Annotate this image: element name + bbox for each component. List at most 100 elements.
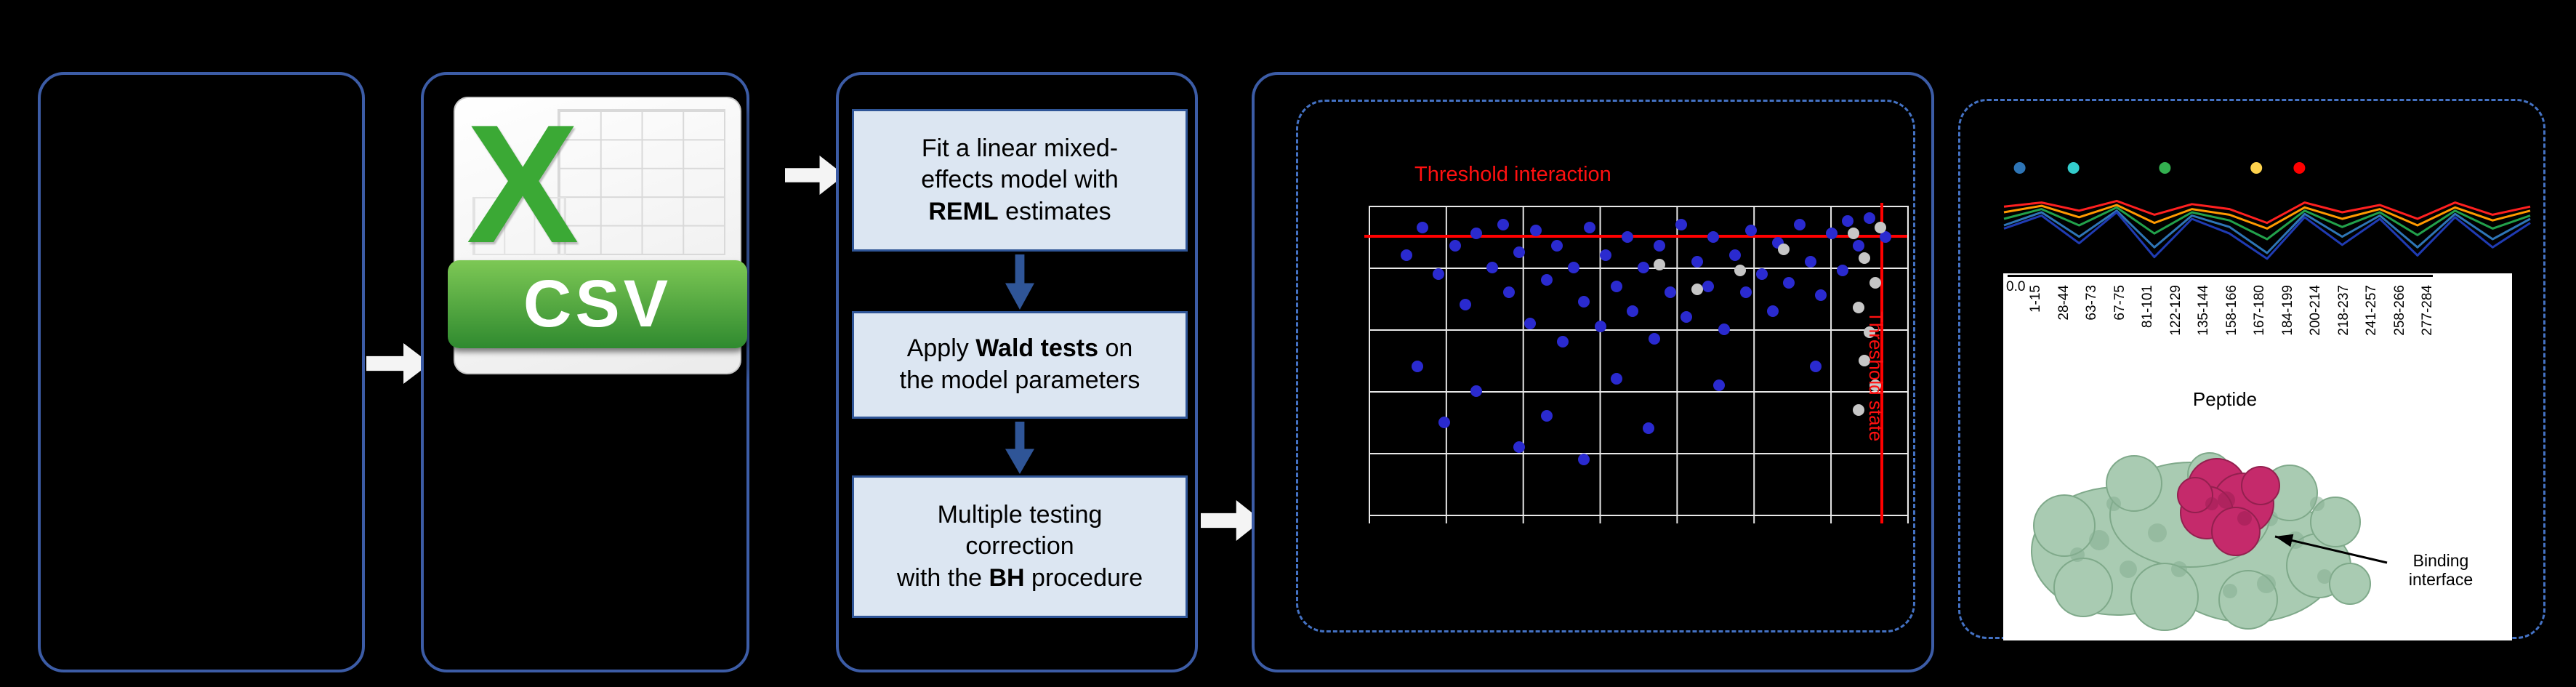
- peptide-tick-label: 200-214: [2308, 285, 2323, 336]
- scatter-point-significant-peptides: [1497, 218, 1510, 230]
- peptide-tick-label: 184-199: [2279, 285, 2295, 336]
- scatter-point-non-significant-peptides: [1853, 302, 1865, 314]
- scatter-point-significant-peptides: [1460, 299, 1472, 310]
- scatter-point-non-significant-peptides: [1858, 252, 1870, 265]
- scatter-point-significant-peptides: [1513, 246, 1526, 258]
- spreadsheet-grid-small: [472, 197, 566, 255]
- scatter-point-significant-peptides: [1411, 361, 1423, 372]
- scatter-point-significant-peptides: [1810, 361, 1822, 372]
- scatter-point-significant-peptides: [1486, 262, 1499, 273]
- scatter-point-significant-peptides: [1524, 317, 1537, 329]
- scatter-point-significant-peptides: [1718, 324, 1731, 335]
- scatter-point-non-significant-peptides: [1654, 258, 1666, 270]
- scatter-point-significant-peptides: [1621, 230, 1633, 243]
- scatter-point-significant-peptides: [1782, 277, 1795, 289]
- protein-structure: [2031, 452, 2371, 631]
- scatter-point-significant-peptides: [1600, 249, 1612, 261]
- down-arrow-1: [1005, 254, 1034, 310]
- scatter-point-significant-peptides: [1681, 311, 1693, 323]
- scatter-point-non-significant-peptides: [1869, 277, 1881, 289]
- scatter-point-significant-peptides: [1664, 286, 1676, 298]
- csv-file-icon: X CSV: [448, 90, 747, 374]
- scatter-point-significant-peptides: [1766, 305, 1779, 317]
- scatter-point-non-significant-peptides: [1691, 283, 1703, 295]
- scatter-point-significant-peptides: [1654, 240, 1666, 252]
- uptake-line-chart: [2003, 162, 2531, 260]
- x-axis-ticks: [1369, 516, 1909, 523]
- down-arrow-2: [1005, 422, 1034, 474]
- scatter-point-significant-peptides: [1578, 295, 1590, 308]
- scatter-point-significant-peptides: [1675, 218, 1687, 230]
- scatter-point-significant-peptides: [1551, 240, 1563, 252]
- peptide-tick-label: 122-129: [2168, 285, 2183, 336]
- panel-method: Fit a linear mixed- effects model with R…: [836, 72, 1198, 672]
- peptide-tick-label: 63-73: [2084, 285, 2099, 321]
- legend-dot: [2159, 162, 2171, 174]
- scatter-point-significant-peptides: [1433, 268, 1445, 280]
- scatter-point-significant-peptides: [1502, 286, 1515, 298]
- scatter-point-non-significant-peptides: [1874, 221, 1886, 233]
- scatter-point-significant-peptides: [1712, 379, 1725, 391]
- threshold-state-label: Threshold state: [1865, 311, 1887, 442]
- scatter-point-significant-peptides: [1627, 305, 1639, 317]
- scatter-point-non-significant-peptides: [1869, 379, 1881, 391]
- scatter-point-significant-peptides: [1804, 255, 1816, 268]
- scatter-point-significant-peptides: [1728, 249, 1741, 261]
- legend-dot: [2250, 162, 2263, 174]
- y-tick-label: 0.0: [2006, 279, 2026, 294]
- peptide-tick-label: 1-15: [2028, 285, 2043, 313]
- scatter-point-significant-peptides: [1648, 332, 1660, 345]
- peptide-axis-label: Peptide: [2192, 388, 2258, 410]
- scatter-point-significant-peptides: [1470, 385, 1483, 397]
- scatter-point-significant-peptides: [1594, 320, 1606, 332]
- binding-interface-label: Binding interface: [2408, 551, 2474, 590]
- method-step-wald-text: Apply Wald tests on the model parameters: [899, 334, 1140, 394]
- csv-banner: CSV: [448, 260, 747, 348]
- scatter-point-non-significant-peptides: [1864, 326, 1876, 339]
- scatter-point-significant-peptides: [1739, 286, 1752, 298]
- peptide-tick-label: 258-266: [2391, 285, 2407, 336]
- peptide-tick-label: 158-166: [2223, 285, 2239, 336]
- scatter-point-significant-peptides: [1540, 410, 1553, 422]
- peptide-tick-label: 241-257: [2364, 285, 2379, 336]
- scatter-point-significant-peptides: [1400, 249, 1412, 261]
- scatter-point-significant-peptides: [1755, 268, 1768, 280]
- scatter-point-non-significant-peptides: [1847, 228, 1859, 240]
- peptide-tick-label: 277-284: [2420, 285, 2435, 336]
- uptake-series-state-2: [2003, 204, 2531, 230]
- panel-input: [38, 72, 365, 672]
- scatter-point-significant-peptides: [1793, 218, 1806, 230]
- scatter-point-non-significant-peptides: [1777, 243, 1790, 255]
- scatter-point-significant-peptides: [1702, 280, 1714, 292]
- scatter-point-non-significant-peptides: [1734, 265, 1747, 277]
- scatter-point-significant-peptides: [1637, 262, 1649, 273]
- scatter-point-significant-peptides: [1417, 221, 1429, 233]
- method-step-bh-text: Multiple testing correction with the BH …: [896, 500, 1143, 592]
- scatter-point-non-significant-peptides: [1853, 403, 1865, 416]
- scatter-point-significant-peptides: [1610, 280, 1622, 292]
- excel-x-logo: X: [466, 89, 579, 278]
- method-step-bh: Multiple testing correction with the BH …: [852, 475, 1188, 618]
- scatter-point-significant-peptides: [1567, 262, 1579, 273]
- threshold-interaction-line: [1364, 235, 1907, 238]
- legend-dot: [2013, 162, 2026, 174]
- peptide-tick-label: 135-144: [2196, 285, 2211, 336]
- uptake-series-state-3: [2003, 206, 2531, 241]
- peptide-tick-label: 28-44: [2056, 285, 2072, 321]
- scatter-point-significant-peptides: [1643, 422, 1655, 434]
- scatter-point-significant-peptides: [1745, 225, 1758, 236]
- legend-dot: [2067, 162, 2080, 174]
- scatter-point-significant-peptides: [1556, 336, 1569, 347]
- scatter-plot: [1364, 203, 1909, 523]
- panel-csv: X CSV: [421, 72, 749, 672]
- scatter-point-significant-peptides: [1707, 230, 1720, 243]
- csv-banner-label: CSV: [523, 266, 672, 341]
- scatter-point-significant-peptides: [1529, 225, 1542, 236]
- peptide-tick-label: 81-101: [2140, 285, 2155, 329]
- scatter-point-significant-peptides: [1691, 255, 1703, 268]
- scatter-point-significant-peptides: [1610, 373, 1622, 385]
- x-axis-line: [2008, 275, 2433, 277]
- spreadsheet-grid: [558, 109, 726, 255]
